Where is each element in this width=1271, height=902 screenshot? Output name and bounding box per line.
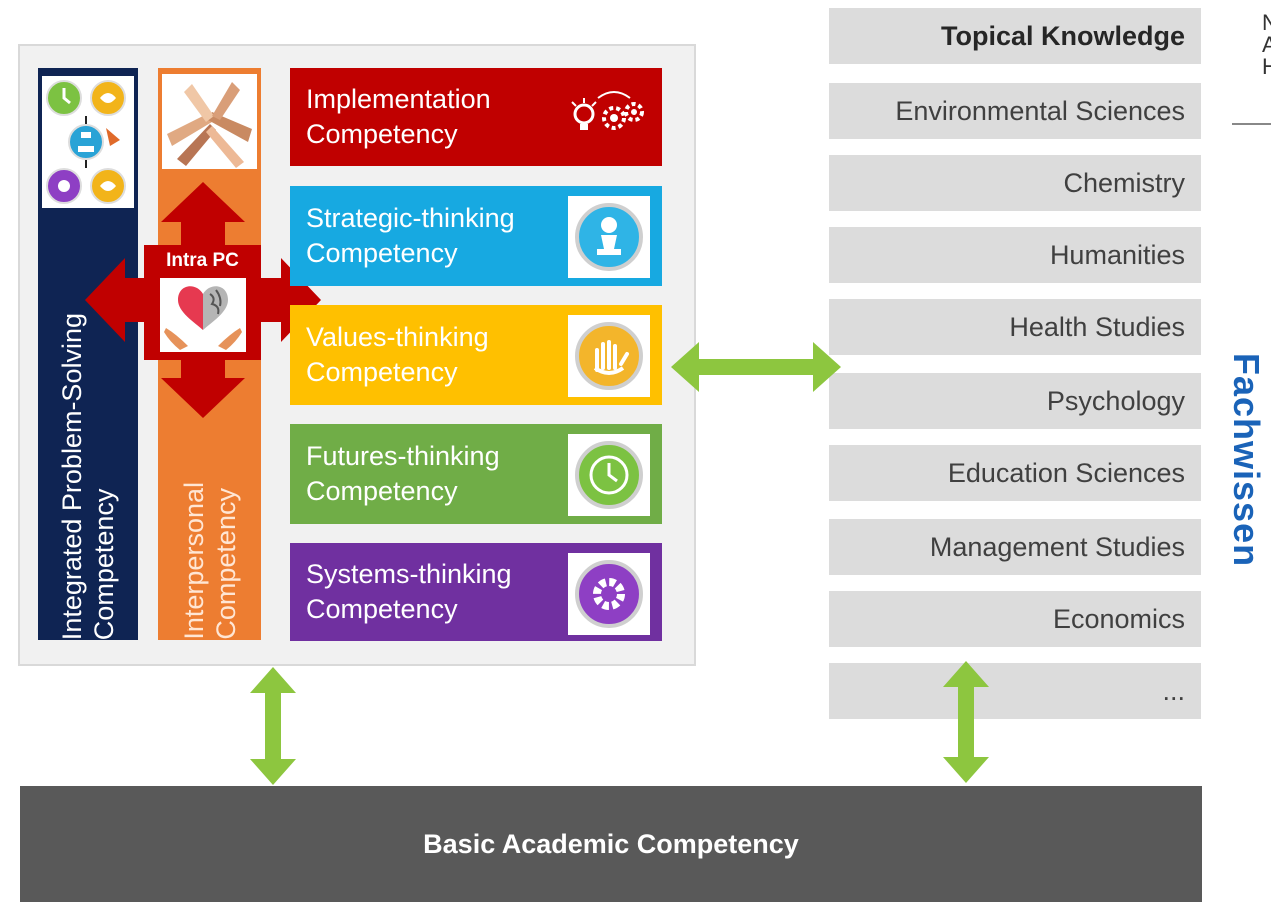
topic-item: Management Studies	[829, 519, 1201, 575]
right-vertical-double-arrow	[943, 661, 989, 783]
interpersonal-label: Interpersonal Competency	[178, 482, 241, 640]
topic-item: Psychology	[829, 373, 1201, 429]
systems-thinking-line2: Competency	[306, 594, 458, 624]
systems-thinking-line1: Systems-thinking	[306, 559, 512, 589]
futures-thinking-line1: Futures-thinking	[306, 441, 500, 471]
heart-brain-icon	[160, 278, 246, 352]
horizontal-double-arrow	[671, 342, 841, 392]
stacked-hands-image	[162, 74, 257, 169]
implementation-line1: Implementation	[306, 84, 491, 114]
chess-pawn-icon	[568, 196, 650, 278]
gear-icon	[568, 553, 650, 635]
basic-academic-competency: Basic Academic Competency	[20, 786, 1202, 902]
futures-thinking-line2: Competency	[306, 476, 458, 506]
strategic-thinking-line1: Strategic-thinking	[306, 203, 515, 233]
implementation-competency: Implementation Competency	[290, 68, 662, 166]
topic-item: Chemistry	[829, 155, 1201, 211]
topic-item: Education Sciences	[829, 445, 1201, 501]
values-thinking-line2: Competency	[306, 357, 458, 387]
topical-knowledge-header: Topical Knowledge	[829, 8, 1201, 64]
topic-item: Health Studies	[829, 299, 1201, 355]
lightbulb-gears-icon	[568, 78, 650, 160]
left-vertical-double-arrow	[250, 667, 296, 785]
topic-item: Economics	[829, 591, 1201, 647]
fachwissen-title: Fachwissen	[1226, 300, 1267, 620]
implementation-line2: Competency	[306, 119, 458, 149]
topic-item: Humanities	[829, 227, 1201, 283]
topic-item: ...	[829, 663, 1201, 719]
problem-solving-icon-cluster	[42, 76, 134, 208]
values-thinking-line1: Values-thinking	[306, 322, 489, 352]
clipped-corner-text: N A H	[1262, 12, 1271, 79]
strategic-thinking-line2: Competency	[306, 238, 458, 268]
systems-thinking-competency: Systems-thinking Competency	[290, 543, 662, 641]
strategic-thinking-competency: Strategic-thinking Competency	[290, 186, 662, 286]
topic-item: Environmental Sciences	[829, 83, 1201, 139]
clock-icon	[568, 434, 650, 516]
hands-icon	[568, 315, 650, 397]
fachwissen-label: Fachwissen	[1226, 352, 1267, 568]
values-thinking-competency: Values-thinking Competency	[290, 305, 662, 405]
divider-line	[1232, 123, 1271, 125]
futures-thinking-competency: Futures-thinking Competency	[290, 424, 662, 524]
intra-pc-label: Intra PC	[166, 250, 239, 271]
intra-pc-arrows	[85, 182, 321, 418]
